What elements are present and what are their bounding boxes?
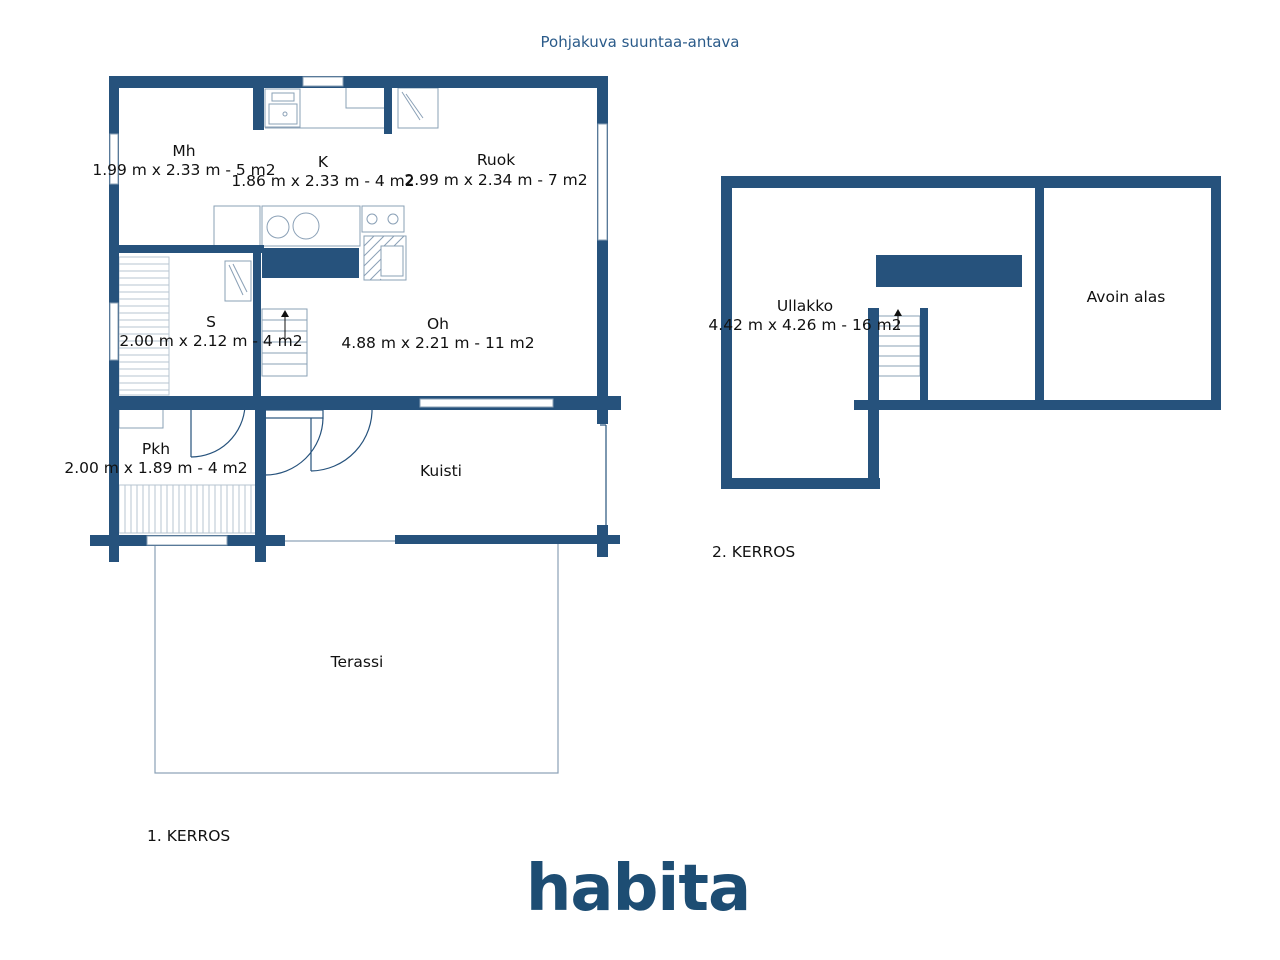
room-mh-name: Mh: [172, 142, 195, 160]
habita-logo: habita: [526, 852, 750, 926]
dressing-shelf: [118, 407, 164, 429]
stairs-floor1: [261, 308, 308, 377]
plan-title: Pohjakuva suuntaa-antava: [541, 33, 740, 51]
room-pkh-name: Pkh: [142, 440, 170, 458]
room-pkh-dims: 2.00 m x 1.89 m - 4 m2: [64, 459, 247, 477]
room-avoin-name: Avoin alas: [1087, 288, 1166, 306]
stairs-arrow-icon: [281, 310, 289, 317]
stairs-arrow-icon: [894, 309, 902, 316]
room-kuisti-name: Kuisti: [420, 462, 462, 480]
walls-floor2: [721, 176, 1221, 489]
room-ruok-name: Ruok: [477, 151, 515, 169]
fireplace-hatched: [363, 235, 407, 281]
kitchen-fixtures: [213, 87, 439, 247]
floor-2: Ullakko 4.42 m x 4.26 m - 16 m2 Avoin al…: [708, 176, 1221, 561]
terrace-outline: [154, 540, 559, 774]
room-mh-dims: 1.99 m x 2.33 m - 5 m2: [92, 161, 275, 179]
sauna-bench: [118, 256, 170, 396]
walls-floor1: [90, 76, 621, 562]
room-ullakko-name: Ullakko: [777, 297, 833, 315]
doors-floor1: [190, 398, 607, 525]
room-s-dims: 2.00 m x 2.12 m - 4 m2: [119, 332, 302, 350]
room-oh-dims: 4.88 m x 2.21 m - 11 m2: [341, 334, 534, 352]
room-terassi-name: Terassi: [330, 653, 384, 671]
room-s-name: S: [206, 313, 216, 331]
room-oh-name: Oh: [427, 315, 449, 333]
floor1-label: 1. KERROS: [147, 827, 230, 845]
room-k-dims: 1.86 m x 2.33 m - 4 m2: [231, 172, 414, 190]
sauna-stove: [224, 260, 252, 302]
floor2-label: 2. KERROS: [712, 543, 795, 561]
room-ullakko-dims: 4.42 m x 4.26 m - 16 m2: [708, 316, 901, 334]
windows-floor1: [109, 76, 608, 546]
dressing-bench: [118, 484, 258, 534]
room-k-name: K: [318, 153, 329, 171]
floor-1: Mh 1.99 m x 2.33 m - 5 m2 K 1.86 m x 2.3…: [64, 76, 621, 845]
room-ruok-dims: 2.99 m x 2.34 m - 7 m2: [404, 171, 587, 189]
